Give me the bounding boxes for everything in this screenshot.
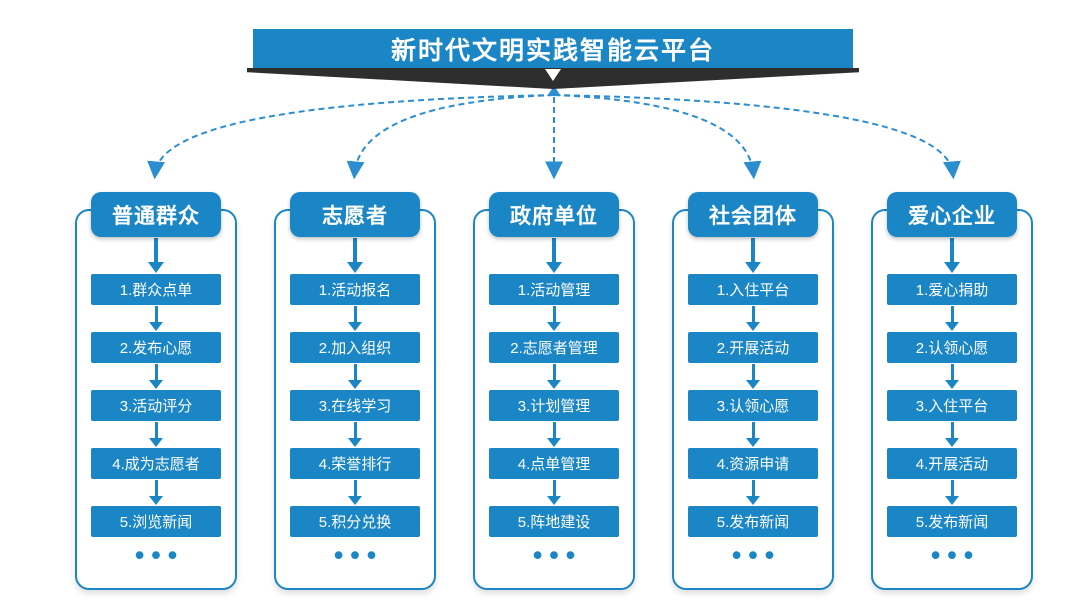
platform-title-banner: 新时代文明实践智能云平台: [253, 29, 853, 68]
flow-arrow-icon: [346, 364, 364, 389]
flow-steps: 1.活动管理 2.志愿者管理 3.计划管理 4.点单管理 5.阵地建设: [489, 274, 619, 537]
flow-step: 5.发布新闻: [688, 506, 818, 537]
flow-arrow-icon: [943, 238, 961, 273]
hub-connector-icon: [547, 86, 561, 96]
role-header: 社会团体: [688, 192, 818, 237]
flow-arrow-icon: [744, 364, 762, 389]
more-steps-ellipsis: •••: [930, 540, 981, 570]
flow-arrow-icon: [346, 480, 364, 505]
flow-arrow-icon: [147, 422, 165, 447]
flow-step: 2.发布心愿: [91, 332, 221, 363]
flow-step: 3.计划管理: [489, 390, 619, 421]
flow-arrow-icon: [545, 238, 563, 273]
role-header: 志愿者: [290, 192, 420, 237]
flow-step: 5.积分兑换: [290, 506, 420, 537]
flow-step: 4.成为志愿者: [91, 448, 221, 479]
flow-arrow-icon: [744, 306, 762, 331]
flow-step: 5.发布新闻: [887, 506, 1017, 537]
flow-step: 1.爱心捐助: [887, 274, 1017, 305]
flow-arrow-icon: [147, 480, 165, 505]
flow-step: 1.活动报名: [290, 274, 420, 305]
flow-arrow-icon: [147, 306, 165, 331]
flow-arrow-icon: [545, 364, 563, 389]
flow-arrow-icon: [346, 422, 364, 447]
flow-arrow-icon: [147, 364, 165, 389]
flow-step: 4.荣誉排行: [290, 448, 420, 479]
flow-step: 3.在线学习: [290, 390, 420, 421]
flow-arrow-icon: [545, 306, 563, 331]
flow-step: 3.入住平台: [887, 390, 1017, 421]
flow-arrow-icon: [346, 238, 364, 273]
flow-arrow-icon: [545, 422, 563, 447]
flow-arrow-icon: [545, 480, 563, 505]
role-header-label: 爱心企业: [908, 204, 996, 228]
flow-step: 2.认领心愿: [887, 332, 1017, 363]
flow-step: 2.加入组织: [290, 332, 420, 363]
role-header: 政府单位: [489, 192, 619, 237]
flow-step: 4.开展活动: [887, 448, 1017, 479]
flow-steps: 1.爱心捐助 2.认领心愿 3.入住平台 4.开展活动 5.发布新闻: [887, 274, 1017, 537]
flow-arrow-icon: [744, 422, 762, 447]
flow-step: 2.志愿者管理: [489, 332, 619, 363]
down-arrow-icon: [545, 69, 561, 81]
flow-step: 2.开展活动: [688, 332, 818, 363]
role-header-label: 社会团体: [709, 204, 797, 228]
flow-arrow-icon: [943, 480, 961, 505]
role-column-5: 爱心企业 1.爱心捐助 2.认领心愿 3.入住平台 4.开展活动 5.发布新闻 •••: [871, 192, 1033, 590]
flow-arrow-icon: [147, 238, 165, 273]
flow-steps: 1.活动报名 2.加入组织 3.在线学习 4.荣誉排行 5.积分兑换: [290, 274, 420, 537]
flow-step: 3.活动评分: [91, 390, 221, 421]
more-steps-ellipsis: •••: [731, 540, 782, 570]
role-header-label: 志愿者: [322, 204, 388, 228]
dashed-connector-lines: [147, 94, 961, 180]
flow-arrow-icon: [346, 306, 364, 331]
flow-step: 1.活动管理: [489, 274, 619, 305]
platform-title: 新时代文明实践智能云平台: [390, 36, 715, 65]
flow-step: 1.入住平台: [688, 274, 818, 305]
flow-arrow-icon: [943, 364, 961, 389]
flow-steps: 1.群众点单 2.发布心愿 3.活动评分 4.成为志愿者 5.浏览新闻: [91, 274, 221, 537]
flow-arrow-icon: [943, 422, 961, 447]
role-column-3: 政府单位 1.活动管理 2.志愿者管理 3.计划管理 4.点单管理 5.阵地建设 •••: [473, 192, 635, 590]
role-header-label: 普通群众: [112, 204, 200, 228]
flow-arrow-icon: [943, 306, 961, 331]
role-header: 爱心企业: [887, 192, 1017, 237]
flow-step: 3.认领心愿: [688, 390, 818, 421]
role-header: 普通群众: [91, 192, 221, 237]
flow-step: 5.阵地建设: [489, 506, 619, 537]
role-column-4: 社会团体 1.入住平台 2.开展活动 3.认领心愿 4.资源申请 5.发布新闻 •••: [672, 192, 834, 590]
flow-step: 4.点单管理: [489, 448, 619, 479]
more-steps-ellipsis: •••: [333, 540, 384, 570]
role-columns-row: 普通群众 1.群众点单 2.发布心愿 3.活动评分 4.成为志愿者 5.浏览新闻 •••…: [75, 192, 1033, 590]
flow-step: 4.资源申请: [688, 448, 818, 479]
role-header-label: 政府单位: [510, 204, 598, 228]
flow-steps: 1.入住平台 2.开展活动 3.认领心愿 4.资源申请 5.发布新闻: [688, 274, 818, 537]
flow-step: 1.群众点单: [91, 274, 221, 305]
role-column-1: 普通群众 1.群众点单 2.发布心愿 3.活动评分 4.成为志愿者 5.浏览新闻 •••: [75, 192, 237, 590]
role-column-2: 志愿者 1.活动报名 2.加入组织 3.在线学习 4.荣誉排行 5.积分兑换 •••: [274, 192, 436, 590]
more-steps-ellipsis: •••: [532, 540, 583, 570]
flow-arrow-icon: [744, 238, 762, 273]
more-steps-ellipsis: •••: [134, 540, 185, 570]
flow-arrow-icon: [744, 480, 762, 505]
flow-step: 5.浏览新闻: [91, 506, 221, 537]
